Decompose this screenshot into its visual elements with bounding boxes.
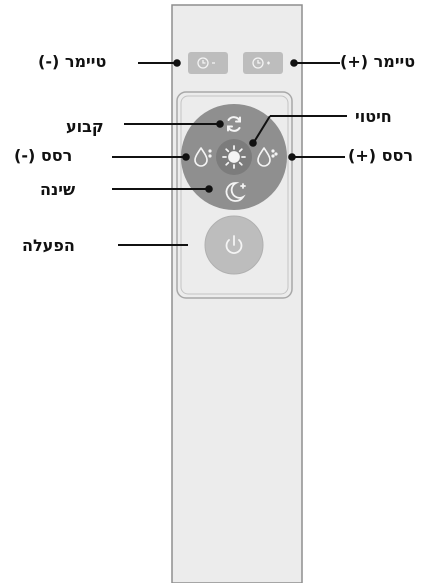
callout-spray-minus [112,153,190,161]
label-spray-plus: רסס (+) [348,146,413,165]
timer-plus-button[interactable] [243,52,283,74]
label-power: הפעלה [22,236,75,255]
droplet-plus-icon [257,147,278,167]
swing-rotate-icon [227,116,241,132]
label-spray-minus: רסס (-) [14,146,73,165]
callout-fixed [124,120,224,128]
timer-minus-button[interactable] [188,52,228,74]
disinfect-button[interactable] [222,145,246,169]
swing-button[interactable] [223,113,245,135]
droplet-minus-icon [194,147,212,167]
label-fixed: קבוע [66,117,104,136]
control-panel-inner-frame [180,95,289,295]
sun-icon [222,145,246,169]
label-sleep: שינה [40,180,76,199]
label-timer-plus: טיימר (+) [340,52,416,71]
moon-icon [225,182,246,202]
callout-timer-plus [290,59,340,67]
power-icon [225,235,243,254]
clock-minus-icon [197,57,215,69]
sleep-button[interactable] [225,182,246,202]
callout-sleep [112,185,213,193]
spray-plus-button[interactable] [257,147,278,167]
label-disinfect: חיטוי [355,107,392,126]
callout-spray-plus [288,153,345,161]
control-panel-frame [176,91,293,299]
callout-timer-minus [138,59,181,67]
clock-plus-icon [252,57,270,69]
label-timer-minus: טיימר (-) [38,52,107,71]
spray-minus-button[interactable] [194,147,212,167]
power-button[interactable] [204,215,264,275]
callout-disinfect [249,115,347,147]
